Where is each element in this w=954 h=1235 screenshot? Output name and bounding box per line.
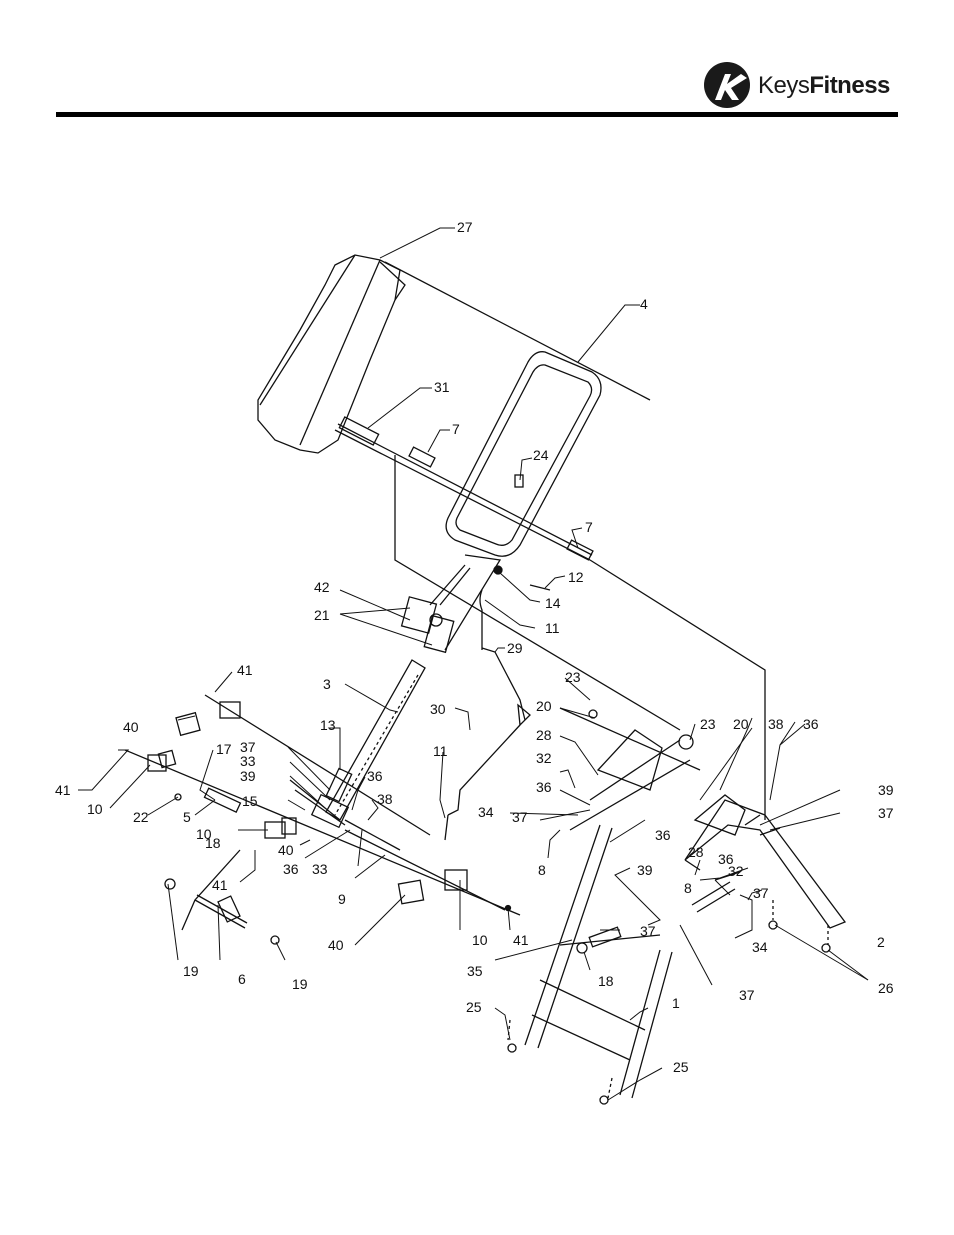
part-9-crossbar bbox=[345, 830, 505, 910]
callout-label: 13 bbox=[320, 717, 336, 733]
callout-label: 33 bbox=[240, 753, 256, 769]
callout-label: 28 bbox=[536, 727, 552, 743]
callout-label: 42 bbox=[314, 579, 330, 595]
callout-label: 30 bbox=[430, 701, 446, 717]
callout-label: 21 bbox=[314, 607, 330, 623]
part-42-roller-pad bbox=[402, 597, 437, 633]
part-21-roller-pad bbox=[424, 616, 454, 653]
callout-label: 23 bbox=[565, 669, 581, 685]
part-3-adjust-bar bbox=[326, 660, 425, 820]
callout-label: 39 bbox=[240, 768, 256, 784]
callout-label: 10 bbox=[196, 826, 212, 842]
callout-label: 32 bbox=[728, 863, 744, 879]
part-19-end-cap-b bbox=[271, 936, 279, 944]
callout-label: 24 bbox=[533, 447, 549, 463]
callout-label: 29 bbox=[507, 640, 523, 656]
callout-label: 6 bbox=[238, 971, 246, 987]
callout-label: 39 bbox=[637, 862, 653, 878]
callout-label: 40 bbox=[278, 842, 294, 858]
callout-label: 38 bbox=[768, 716, 784, 732]
callout-label: 37 bbox=[753, 885, 769, 901]
callout-label: 25 bbox=[673, 1059, 689, 1075]
part-27-back-pad bbox=[258, 255, 400, 453]
callout-label: 37 bbox=[739, 987, 755, 1003]
callout-label: 7 bbox=[585, 519, 593, 535]
callout-label: 20 bbox=[733, 716, 749, 732]
part-18-washer bbox=[577, 943, 587, 953]
callout-label: 37 bbox=[640, 923, 656, 939]
callout-label: 36 bbox=[803, 716, 819, 732]
callout-label: 12 bbox=[568, 569, 584, 585]
part-41-rod bbox=[182, 850, 240, 930]
callout-label: 4 bbox=[640, 296, 648, 312]
part-25-foot-cap-a bbox=[508, 1044, 516, 1052]
diagram-parts bbox=[125, 255, 845, 1104]
callout-label: 28 bbox=[688, 844, 704, 860]
part-1-front-leg bbox=[525, 825, 612, 1048]
callout-label: 41 bbox=[513, 932, 529, 948]
callout-label: 37 bbox=[512, 809, 528, 825]
callout-label: 36 bbox=[655, 827, 671, 843]
callout-label: 8 bbox=[684, 880, 692, 896]
callout-label: 18 bbox=[598, 973, 614, 989]
callout-label: 31 bbox=[434, 379, 450, 395]
callout-label: 3 bbox=[323, 676, 331, 692]
callout-label: 32 bbox=[536, 750, 552, 766]
part-19-end-cap-a bbox=[165, 879, 175, 889]
callout-label: 40 bbox=[328, 937, 344, 953]
callout-label: 36 bbox=[367, 768, 383, 784]
callout-label: 11 bbox=[433, 743, 448, 759]
part-40-pad-c bbox=[398, 880, 423, 904]
callout-label: 20 bbox=[536, 698, 552, 714]
callout-label: 19 bbox=[183, 963, 199, 979]
callout-label: 5 bbox=[183, 809, 191, 825]
callout-label: 36 bbox=[536, 779, 552, 795]
callout-label: 39 bbox=[878, 782, 894, 798]
callout-label: 41 bbox=[237, 662, 253, 678]
part-10-bracket-c bbox=[445, 870, 467, 890]
callout-label: 17 bbox=[216, 741, 232, 757]
callout-label: 26 bbox=[878, 980, 894, 996]
part-5-pin bbox=[204, 788, 240, 812]
callout-label: 23 bbox=[700, 716, 716, 732]
callout-label: 19 bbox=[292, 976, 308, 992]
part-14-knob bbox=[494, 566, 502, 574]
part-7-bushing-a bbox=[409, 447, 435, 467]
callout-label: 35 bbox=[467, 963, 483, 979]
callout-label: 41 bbox=[55, 782, 71, 798]
callout-label: 27 bbox=[457, 219, 473, 235]
callout-label: 36 bbox=[283, 861, 299, 877]
callout-label: 2 bbox=[877, 934, 885, 950]
callout-label: 41 bbox=[212, 877, 228, 893]
callout-label: 15 bbox=[242, 793, 258, 809]
callout-label: 33 bbox=[312, 861, 328, 877]
callout-label: 9 bbox=[338, 891, 346, 907]
callout-label: 1 bbox=[672, 995, 680, 1011]
callout-label: 8 bbox=[538, 862, 546, 878]
callout-label: 37 bbox=[878, 805, 894, 821]
callout-label: 14 bbox=[545, 595, 561, 611]
callout-label: 22 bbox=[133, 809, 149, 825]
callout-labels: 27 4 31 7 24 7 12 14 11 42 21 29 41 3 23… bbox=[55, 219, 894, 1075]
part-25-foot-cap-b bbox=[600, 1096, 608, 1104]
part-30-handle bbox=[448, 725, 520, 815]
callout-label: 10 bbox=[87, 801, 103, 817]
callout-label: 11 bbox=[545, 620, 560, 636]
callout-label: 25 bbox=[466, 999, 482, 1015]
part-left-bar-upper bbox=[205, 695, 430, 835]
callout-label: 38 bbox=[377, 791, 393, 807]
callout-label: 34 bbox=[478, 804, 494, 820]
part-28-ankle-pad-b bbox=[695, 795, 745, 835]
part-crossbar bbox=[335, 430, 590, 560]
callout-label: 7 bbox=[452, 421, 460, 437]
part-24 bbox=[515, 475, 523, 487]
callout-label: 34 bbox=[752, 939, 768, 955]
callout-label: 40 bbox=[123, 719, 139, 735]
callout-label: 10 bbox=[472, 932, 488, 948]
